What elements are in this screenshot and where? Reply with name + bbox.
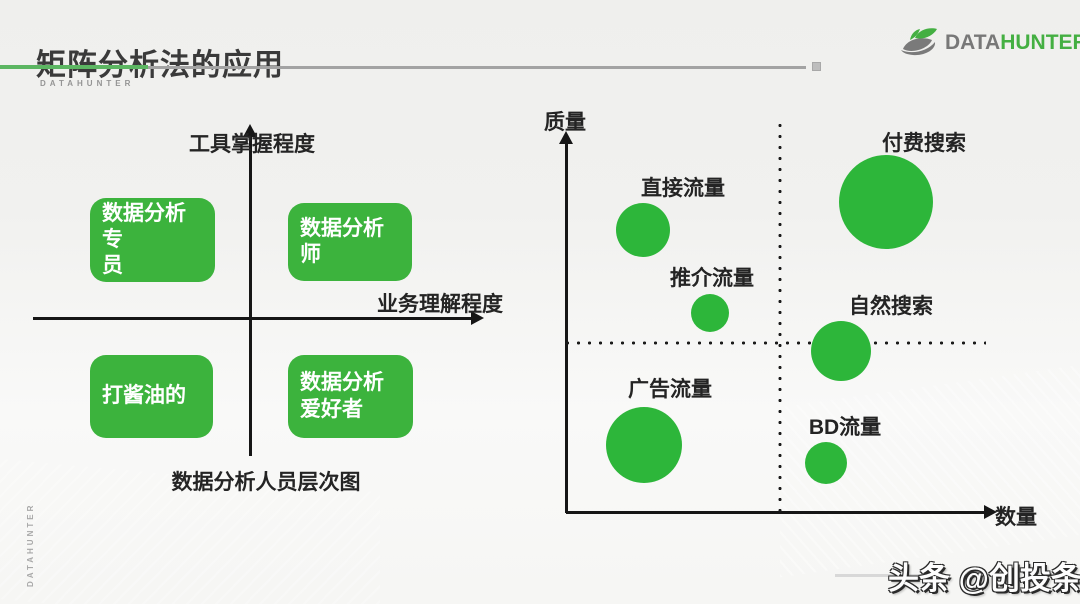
bubble-label: 直接流量 bbox=[641, 177, 725, 200]
bubble bbox=[606, 407, 682, 483]
bubble-label: 自然搜索 bbox=[849, 295, 933, 318]
bubble-x-axis-arrow bbox=[984, 505, 997, 519]
quadrant-box: 数据分析 爱好者 bbox=[288, 355, 413, 438]
brand-wordmark-small: DATAHUNTER bbox=[40, 79, 135, 88]
datahunter-wordmark: DATAHUNTER bbox=[945, 31, 1080, 55]
bubble-label: BD流量 bbox=[808, 416, 882, 439]
watermark-text: 头条 @创投条 bbox=[888, 561, 1080, 596]
bubble bbox=[839, 155, 933, 249]
title-underline-accent bbox=[0, 65, 148, 69]
quadrant-y-axis bbox=[249, 136, 252, 456]
bubble bbox=[691, 294, 729, 332]
quadrant-y-axis-arrow bbox=[243, 124, 257, 137]
bubble bbox=[811, 321, 871, 381]
logo-text-data: DATA bbox=[945, 30, 1001, 54]
logo-text-hunter: HUNTER bbox=[1000, 30, 1080, 54]
page-title: 矩阵分析法的应用 bbox=[36, 49, 284, 83]
bubble-label: 付费搜索 bbox=[882, 132, 966, 155]
watermark-line bbox=[835, 574, 950, 577]
bubble-y-axis-arrow bbox=[559, 131, 573, 144]
bubble bbox=[805, 442, 847, 484]
quadrant-y-axis-label: 工具掌握程度 bbox=[189, 133, 315, 156]
quadrant-x-axis-arrow bbox=[471, 311, 484, 325]
quadrant-box: 数据分析专 员 bbox=[90, 198, 215, 282]
title-underline-line bbox=[148, 66, 806, 69]
quadrant-divider-vertical-dotted bbox=[778, 120, 782, 512]
quadrant-box: 打酱油的 bbox=[90, 355, 213, 438]
bubble-x-axis-label: 数量 bbox=[995, 506, 1037, 529]
quadrant-box: 数据分析师 bbox=[288, 203, 412, 281]
bubble-y-axis-label: 质量 bbox=[544, 111, 586, 134]
datahunter-logo-icon bbox=[898, 24, 940, 61]
bubble-label: 推介流量 bbox=[670, 267, 754, 290]
quadrant-x-axis-label: 业务理解程度 bbox=[377, 293, 503, 316]
bubble-x-axis bbox=[566, 511, 986, 514]
datahunter-logo: DATAHUNTER bbox=[898, 24, 1080, 61]
quadrant-divider-horizontal-dotted bbox=[562, 341, 986, 345]
quadrant-x-axis bbox=[33, 317, 473, 320]
bubble-y-axis bbox=[565, 143, 568, 513]
bubble bbox=[616, 203, 670, 257]
bubble-label: 广告流量 bbox=[628, 378, 712, 401]
quadrant-caption: 数据分析人员层次图 bbox=[171, 471, 361, 494]
side-brand-vertical: DATAHUNTER bbox=[26, 502, 35, 587]
divider-end-square bbox=[812, 62, 821, 71]
